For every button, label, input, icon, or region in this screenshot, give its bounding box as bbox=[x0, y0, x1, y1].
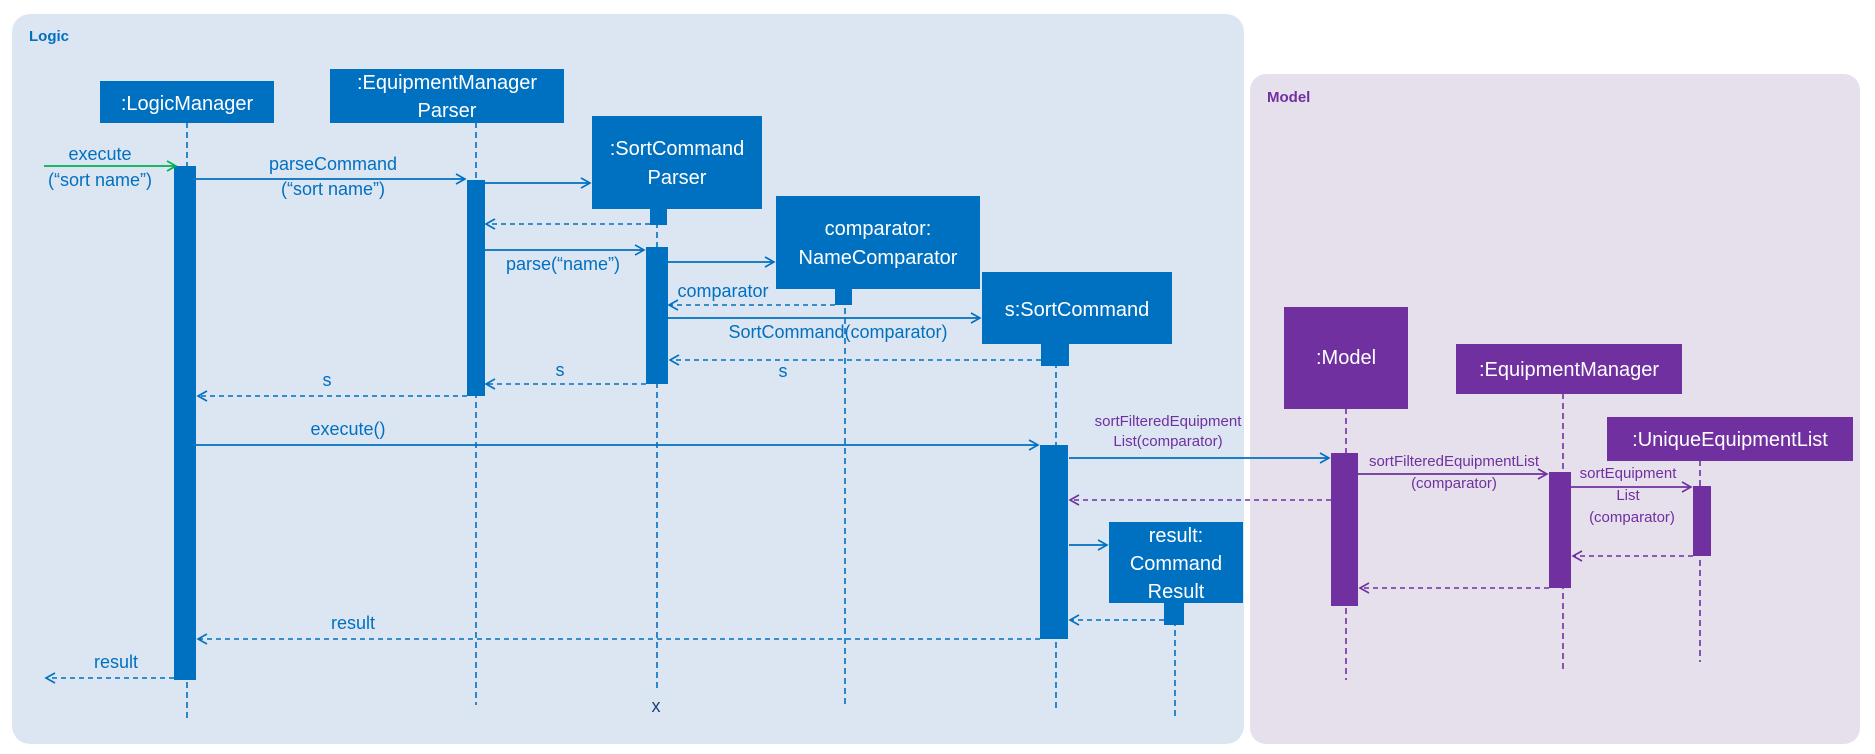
activation-parser bbox=[467, 180, 485, 396]
message-execute-call-label: execute() bbox=[310, 419, 385, 439]
message-sort-filtered-em-label-2: (comparator) bbox=[1411, 475, 1497, 492]
participant-sort-parser bbox=[592, 116, 762, 209]
message-execute-label-1: execute bbox=[68, 144, 131, 164]
message-sort-filtered-model-label-1: sortFilteredEquipment bbox=[1095, 413, 1243, 430]
participant-unique-list-label: :UniqueEquipmentList bbox=[1632, 429, 1828, 451]
participant-model-label: :Model bbox=[1316, 347, 1376, 369]
participant-parser bbox=[330, 69, 564, 123]
activation-logic-manager bbox=[174, 166, 196, 680]
message-execute-label-2: (“sort name”) bbox=[48, 170, 152, 190]
participant-equipment-manager bbox=[1456, 344, 1682, 394]
destroy-mark: x bbox=[652, 696, 661, 716]
activation-sort-command bbox=[1040, 445, 1068, 639]
message-sort-equipment-label-3: (comparator) bbox=[1589, 509, 1675, 526]
activation-result bbox=[1164, 603, 1184, 625]
model-frame-title: Model bbox=[1267, 89, 1310, 106]
message-parse-command-label-2: (“sort name”) bbox=[281, 179, 385, 199]
participant-logic-manager bbox=[100, 81, 274, 123]
activation-comparator-construct bbox=[835, 288, 852, 305]
participant-result bbox=[1109, 522, 1243, 603]
participant-parser-label-2: Parser bbox=[418, 100, 477, 122]
participant-comparator-label-2: NameComparator bbox=[799, 247, 958, 269]
message-sort-equipment-label-2: List bbox=[1616, 487, 1640, 504]
participant-model bbox=[1284, 307, 1408, 409]
message-sort-equipment-label-1: sortEquipment bbox=[1580, 465, 1678, 482]
participant-unique-list bbox=[1607, 417, 1853, 461]
message-parse-name-label: parse(“name”) bbox=[506, 254, 620, 274]
participant-result-label-2: Command bbox=[1130, 553, 1222, 575]
participant-parser-label-1: :EquipmentManager bbox=[357, 72, 537, 94]
participant-comparator-label-1: comparator: bbox=[825, 218, 932, 240]
message-comparator-label: comparator bbox=[677, 281, 768, 301]
message-return-s-2-label: s bbox=[556, 360, 565, 380]
participant-sort-command bbox=[982, 272, 1172, 344]
message-return-s-1-label: s bbox=[779, 361, 788, 381]
message-result-final-label: result bbox=[94, 652, 138, 672]
participant-sort-command-label: s:SortCommand bbox=[1005, 299, 1150, 321]
participant-result-label-3: Result bbox=[1148, 581, 1205, 603]
logic-frame-title: Logic bbox=[29, 28, 69, 45]
activation-equipment-manager bbox=[1549, 472, 1571, 588]
participant-sort-parser-label-2: Parser bbox=[648, 167, 707, 189]
message-return-result-label: result bbox=[331, 613, 375, 633]
participant-logic-manager-label: :LogicManager bbox=[121, 93, 254, 115]
message-sort-command-label: SortCommand(comparator) bbox=[728, 322, 947, 342]
activation-sort-parser-construct bbox=[650, 208, 667, 225]
activation-unique-list bbox=[1693, 486, 1711, 556]
activation-sort-command-construct bbox=[1041, 344, 1069, 366]
activation-sort-parser bbox=[646, 247, 668, 384]
participant-result-label-1: result: bbox=[1149, 525, 1203, 547]
model-frame bbox=[1250, 74, 1860, 744]
message-parse-command-label-1: parseCommand bbox=[269, 154, 397, 174]
participant-equipment-manager-label: :EquipmentManager bbox=[1479, 359, 1659, 381]
participant-sort-parser-label-1: :SortCommand bbox=[610, 138, 745, 160]
message-sort-filtered-em-label-1: sortFilteredEquipmentList bbox=[1369, 453, 1540, 470]
activation-model bbox=[1331, 453, 1358, 606]
participant-comparator bbox=[776, 196, 980, 289]
message-sort-filtered-model-label-2: List(comparator) bbox=[1113, 433, 1222, 450]
message-return-s-3-label: s bbox=[323, 370, 332, 390]
